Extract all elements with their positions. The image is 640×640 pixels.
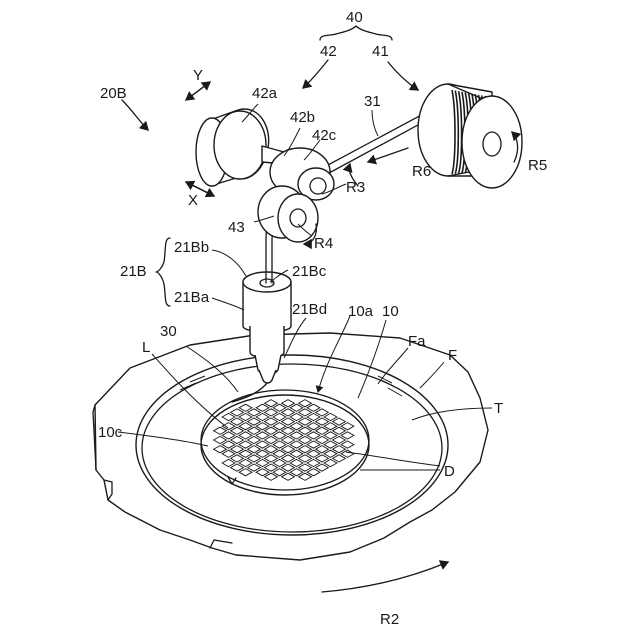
label-21Bb: 21Bb bbox=[174, 239, 209, 256]
label-R6: R6 bbox=[412, 163, 431, 180]
label-42a: 42a bbox=[252, 85, 278, 102]
label-21Bc: 21Bc bbox=[292, 263, 327, 280]
label-21Ba: 21Ba bbox=[174, 289, 210, 306]
label-10a: 10a bbox=[348, 303, 374, 320]
label-L: L bbox=[142, 339, 150, 356]
label-R2: R2 bbox=[380, 611, 399, 628]
label-10: 10 bbox=[382, 303, 399, 320]
label-43: 43 bbox=[228, 219, 245, 236]
label-X: X bbox=[188, 192, 198, 209]
label-42c: 42c bbox=[312, 127, 337, 144]
label-R4: R4 bbox=[314, 235, 333, 252]
label-21B: 21B bbox=[120, 263, 147, 280]
label-Fa: Fa bbox=[408, 333, 426, 350]
label-T: T bbox=[494, 400, 503, 417]
label-41: 41 bbox=[372, 43, 389, 60]
label-42b: 42b bbox=[290, 109, 315, 126]
label-Y: Y bbox=[193, 67, 203, 84]
label-D: D bbox=[444, 463, 455, 480]
label-F: F bbox=[448, 347, 457, 364]
label-42: 42 bbox=[320, 43, 337, 60]
label-10c: 10c bbox=[98, 424, 123, 441]
label-R5: R5 bbox=[528, 157, 547, 174]
label-R3: R3 bbox=[346, 179, 365, 196]
label-31: 31 bbox=[364, 93, 381, 110]
label-40: 40 bbox=[346, 9, 363, 26]
label-21Bd: 21Bd bbox=[292, 301, 327, 318]
label-20B: 20B bbox=[100, 85, 127, 102]
spool-41 bbox=[418, 84, 522, 188]
label-30: 30 bbox=[160, 323, 177, 340]
